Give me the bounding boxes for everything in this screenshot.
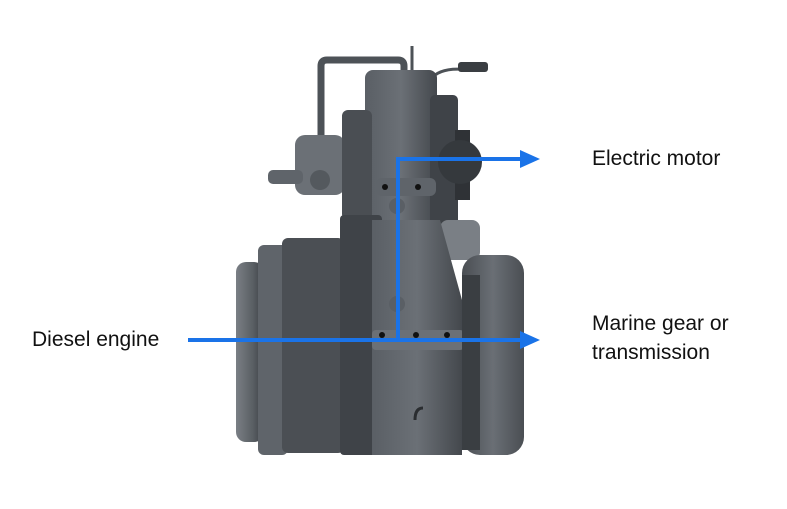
marine-gear-label-line1: Marine gear or (592, 312, 729, 335)
marine-gear-arrowhead (520, 331, 540, 349)
output-coupling (462, 255, 524, 455)
electric-motor-arrowhead (520, 150, 540, 168)
arrows (188, 150, 540, 349)
diesel-engine-label: Diesel engine (32, 328, 160, 351)
electric-motor-arrow (396, 157, 522, 338)
connector (458, 62, 488, 72)
electric-motor-label: Electric motor (592, 147, 721, 170)
marine-gear-label-line2: transmission (592, 341, 710, 364)
pump-assembly (268, 135, 345, 195)
diesel-engine-flywheel (236, 215, 382, 455)
